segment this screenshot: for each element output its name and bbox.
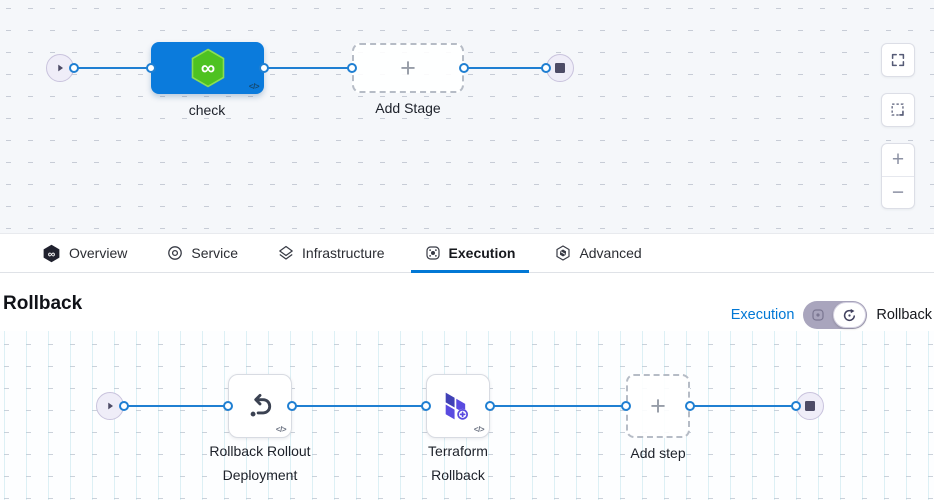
tab-label: Infrastructure (302, 245, 385, 261)
svg-text:∞: ∞ (48, 249, 55, 260)
edge (264, 67, 352, 69)
connector-port[interactable] (287, 401, 297, 411)
stage-node-check[interactable]: ∞ </> (151, 42, 264, 94)
edge (124, 405, 228, 407)
harness-icon: ∞ (191, 48, 224, 88)
fullscreen-button[interactable] (881, 43, 915, 77)
edge (490, 405, 626, 407)
add-step-label: Add step (630, 445, 686, 461)
connector-port[interactable] (685, 401, 695, 411)
toggle-thumb (833, 302, 867, 328)
zoom-out-button[interactable]: − (891, 180, 905, 204)
connector-port[interactable] (223, 401, 233, 411)
marquee-select-button[interactable] (881, 93, 915, 127)
code-icon: </> (473, 425, 485, 434)
connector-port[interactable] (485, 401, 495, 411)
step-label: Rollback Rollout Deployment (209, 443, 311, 483)
edge (292, 405, 426, 407)
fullscreen-icon (891, 53, 905, 67)
code-icon: </> (275, 425, 287, 434)
rollback-section-header: Rollback Execution Rollback (0, 273, 934, 331)
tab-label: Execution (448, 245, 516, 261)
stop-icon (805, 401, 815, 411)
plus-icon: + (400, 52, 416, 83)
infrastructure-icon (279, 245, 293, 260)
execution-mini-icon (812, 309, 824, 321)
connector-port[interactable] (69, 63, 79, 73)
step-node-rollback-rollout[interactable]: </> (228, 374, 292, 438)
terraform-icon (445, 392, 469, 420)
tab-infrastructure[interactable]: Infrastructure (264, 234, 398, 272)
plus-icon: + (650, 390, 666, 421)
connector-port[interactable] (421, 401, 431, 411)
connector-port[interactable] (541, 63, 551, 73)
play-icon (58, 64, 64, 72)
step-node-terraform-rollback[interactable]: </> (426, 374, 490, 438)
tab-execution[interactable]: Execution (410, 234, 530, 273)
rollback-mini-icon (844, 308, 856, 321)
connector-port[interactable] (791, 401, 801, 411)
harness-overview-icon: ∞ (43, 244, 60, 262)
add-stage-node[interactable]: + (352, 43, 464, 93)
tab-overview[interactable]: ∞ Overview (28, 234, 141, 272)
execution-icon (425, 246, 440, 260)
tab-advanced[interactable]: Advanced (541, 234, 655, 272)
marquee-select-icon (891, 103, 904, 116)
execution-rollback-toggle[interactable] (803, 301, 868, 329)
execution-mode-link[interactable]: Execution (730, 307, 795, 323)
connector-port[interactable] (459, 63, 469, 73)
svg-text:∞: ∞ (200, 58, 214, 80)
service-icon (168, 246, 183, 260)
advanced-icon (556, 245, 571, 261)
step-label: Terraform Rollback (428, 443, 488, 483)
rollback-step-canvas[interactable]: </> Rollback Rollout Deployment </> Terr… (0, 331, 934, 500)
connector-port[interactable] (146, 63, 156, 73)
add-stage-label: Add Stage (375, 100, 441, 116)
stage-canvas[interactable]: ∞ </> check + Add Stage (0, 0, 934, 233)
connector-port[interactable] (621, 401, 631, 411)
connector-port[interactable] (259, 63, 269, 73)
edge (690, 405, 796, 407)
code-icon: </> (248, 82, 260, 91)
connector-port[interactable] (119, 401, 129, 411)
rollback-mode-label: Rollback (876, 307, 932, 323)
zoom-controls: + − (881, 143, 915, 209)
tab-service[interactable]: Service (153, 234, 252, 272)
tab-label: Overview (69, 245, 128, 261)
stage-label: check (188, 102, 226, 118)
edge (464, 67, 546, 69)
section-title: Rollback (3, 293, 83, 314)
stop-icon (555, 63, 565, 73)
pipeline-tab-bar: ∞ Overview Service Infrastructure (0, 233, 934, 273)
tab-label: Service (191, 245, 239, 261)
rollback-arrow-icon (250, 393, 272, 417)
connector-port[interactable] (347, 63, 357, 73)
edge (74, 67, 151, 69)
tab-label: Advanced (579, 245, 642, 261)
add-step-node[interactable]: + (626, 374, 690, 438)
mode-switch-group: Execution Rollback (731, 301, 932, 329)
play-icon (108, 402, 114, 410)
zoom-in-button[interactable]: + (882, 144, 914, 177)
